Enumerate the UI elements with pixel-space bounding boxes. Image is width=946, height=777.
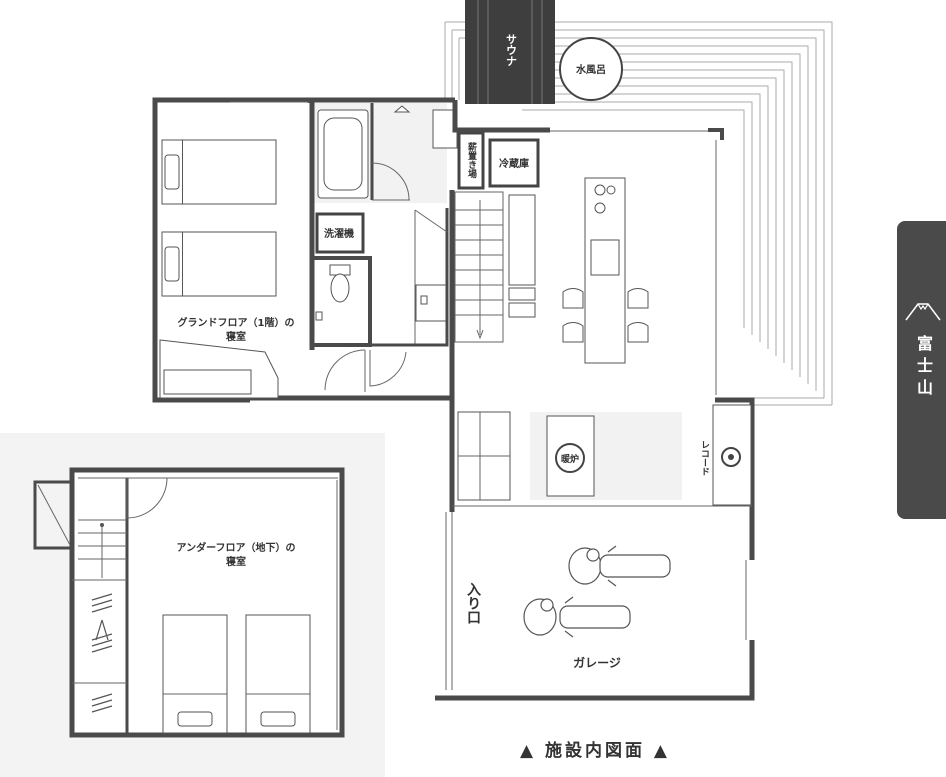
cold-bath-label: 水風呂 (575, 63, 606, 76)
record-label: レコード (699, 440, 709, 476)
ground-bedroom-label-2: 寝室 (226, 330, 246, 343)
sauna: サウナ (465, 0, 555, 104)
motorcycle-icon (568, 545, 671, 587)
living-area: 暖炉 レコード (457, 404, 752, 506)
living-walls (435, 100, 755, 701)
garage-label: ガレージ (573, 655, 621, 670)
ground-bedroom-label-1: グランドフロア（1階）の (178, 316, 295, 329)
firewood-label: 薪置き場 (466, 141, 477, 179)
garage: 入り口 ガレージ (465, 545, 671, 670)
kitchen (508, 177, 649, 364)
under-bedroom-label-2: 寝室 (226, 555, 246, 568)
sauna-label: サウナ (505, 33, 518, 66)
under-bedroom: アンダーフロア（地下）の 寝室 (33, 467, 345, 738)
bathroom: 洗濯機 (309, 97, 458, 392)
motorcycle-icon (523, 596, 631, 638)
stove (555, 443, 585, 473)
mount-fuji-label: 富士山 (914, 335, 933, 401)
entrance-label: 入り口 (465, 582, 481, 624)
firewood-area (457, 131, 485, 190)
mount-fuji-tab[interactable]: 富士山 (897, 221, 946, 519)
cold-bath (559, 37, 623, 101)
mount-fuji-icon (905, 303, 941, 321)
fridge (488, 138, 540, 188)
washer-label: 洗濯機 (324, 227, 354, 240)
stove-label: 暖炉 (561, 453, 579, 465)
floor-plan-caption: ▲ 施設内図面 ▲ (520, 741, 670, 761)
stairs (454, 191, 504, 343)
fridge-label: 冷蔵庫 (499, 157, 529, 170)
under-bedroom-label-1: アンダーフロア（地下）の (177, 541, 296, 554)
